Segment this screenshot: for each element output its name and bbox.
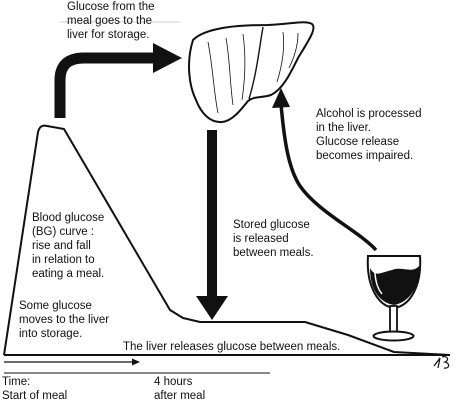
wine-glass-icon [366,255,422,342]
arrow-glass-to-liver-head [272,88,290,108]
label-glucose-to-liver: Glucose from the meal goes to the liver … [67,1,155,41]
artist-signature [433,355,450,369]
arrow-meal-to-liver [54,52,156,118]
label-four-hours: 4 hours after meal [154,376,206,402]
label-alcohol: Alcohol is processed in the liver. Gluco… [316,108,422,162]
label-bg-curve: Blood glucose (BG) curve : rise and fall… [32,212,105,280]
liver-icon [188,21,315,124]
label-some-glucose: Some glucose moves to the liver into sto… [19,300,110,340]
label-liver-releases: The liver releases glucose between meals… [123,341,341,353]
blood-glucose-curve [3,124,451,356]
arrow-glass-to-liver [279,103,378,252]
arrow-liver-down-head [196,296,228,320]
label-time-start: Time: Start of meal [2,376,68,402]
arrow-liver-down-shaft [207,130,217,298]
arrow-meal-to-liver-head [153,43,182,73]
time-arrow [4,358,140,366]
label-stored-glucose: Stored glucose is released between meals… [233,219,314,259]
